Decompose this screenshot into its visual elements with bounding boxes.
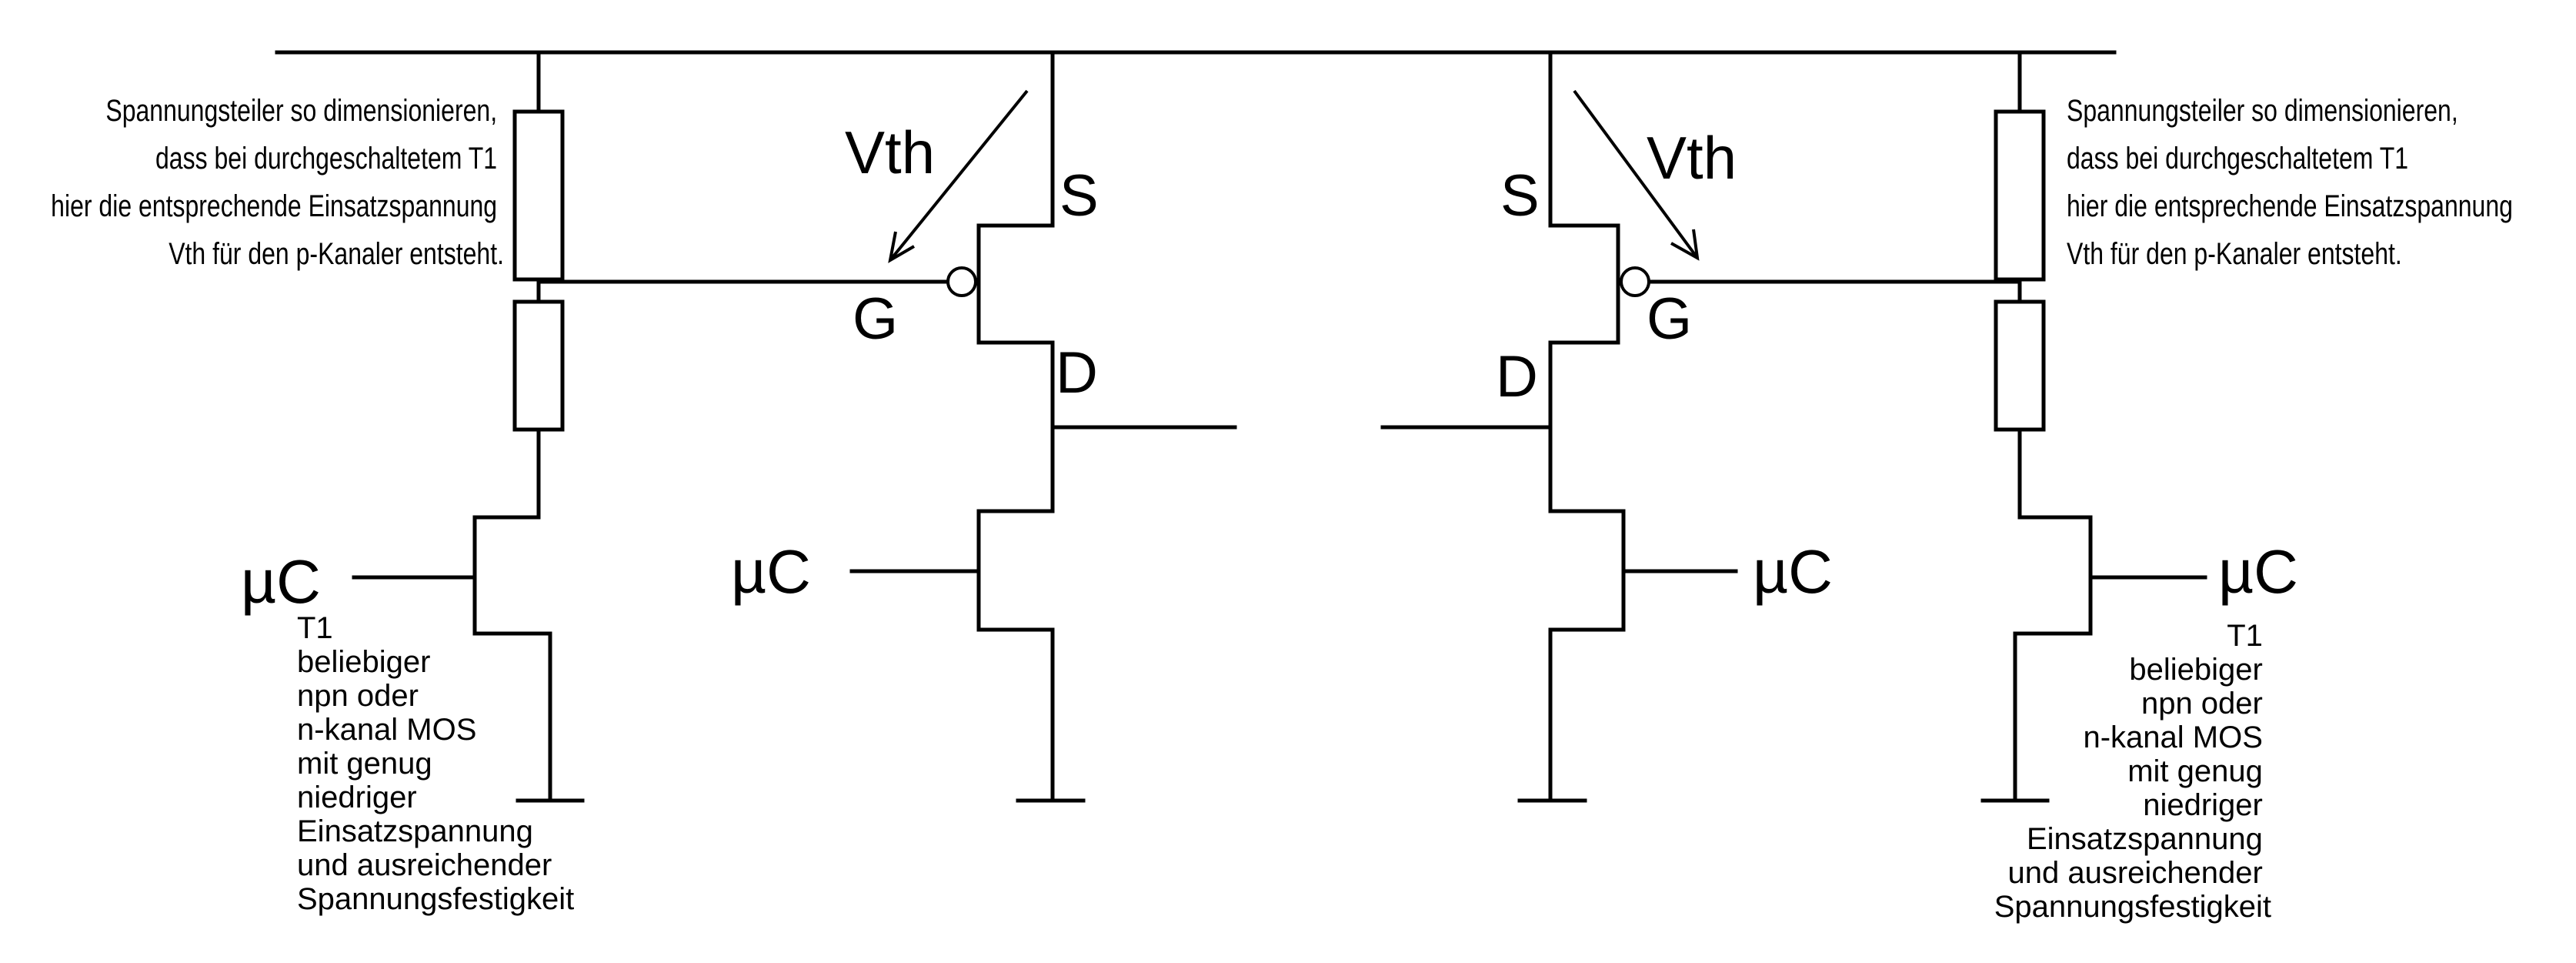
left-source-label: S [1059,163,1099,229]
left-t1-note-line: mit genug [297,747,432,781]
right-nmos-source-path [1548,627,1626,803]
left-divider-note: Spannungsteiler so dimensionieren, dass … [51,93,504,271]
right-divider-note-line: Vth für den p-Kanaler entsteht. [2067,236,2402,271]
right-t1-note-line: Spannungsfestigkeit [1994,890,2271,924]
left-drain-label: D [1056,340,1098,406]
left-divider-to-t1 [472,427,541,520]
uc-label-3: µC [1753,537,1833,606]
right-divider-note-line: dass bei durchgeschaltetem T1 [2067,141,2408,176]
right-t1-note: T1 beliebiger npn oder n-kanal MOS mit g… [1994,619,2271,924]
right-half: S G D Vth µC µC Spannungsteiler so dimen… [1380,50,2520,924]
left-nmos-source-path [976,627,1055,803]
right-t1-source-path [2013,631,2093,803]
right-pmos-source-path [1548,50,1620,228]
left-vth-arrow [889,89,1029,262]
left-vth-label: Vth [845,119,935,186]
left-t1-note-line: Spannungsfestigkeit [297,882,574,916]
left-vth-arrowhead [888,231,916,263]
right-t1-note-line: T1 [2227,619,2263,653]
right-t1-note-line: npn oder [2141,687,2263,721]
right-vth-arrow [1573,89,1699,259]
uc-label-1: µC [241,547,321,616]
left-t1-source-path [472,631,552,803]
left-divider-note-line: Vth für den p-Kanaler entsteht. [169,236,504,271]
right-t1-note-line: und ausreichender [2008,856,2263,890]
left-pmos-source-path [976,50,1055,228]
left-gate-label: G [853,286,898,352]
left-resistor-bottom [512,299,565,432]
right-drain-label: D [1496,344,1538,410]
right-vth-label: Vth [1647,124,1737,192]
left-gate-bubble [946,266,977,297]
left-divider-note-line: hier die entsprechende Einsatzspannung [51,189,497,223]
left-t1-note-line: npn oder [297,679,419,713]
right-pmos-drain-path [1548,340,1620,513]
right-resistor-top [1994,109,2046,282]
left-divider-note-line: dass bei durchgeschaltetem T1 [155,141,497,176]
left-t1-note-line: Einsatzspannung [297,814,533,848]
right-t1-note-line: beliebiger [2129,653,2262,687]
right-vth-arrowhead [1670,229,1700,261]
right-source-label: S [1500,163,1540,229]
left-t1-note: T1 beliebiger npn oder n-kanal MOS mit g… [297,611,574,916]
right-t1-note-line: Einsatzspannung [2027,822,2263,856]
left-pmos-drain-path [976,340,1055,513]
right-gate-label: G [1647,286,1692,352]
left-divider-note-line: Spannungsteiler so dimensionieren, [105,93,497,128]
left-t1-note-line: und ausreichender [297,848,552,882]
right-t1-note-line: n-kanal MOS [2083,721,2262,754]
right-divider-note-line: hier die entsprechende Einsatzspannung [2067,189,2513,223]
right-t1-note-line: niedriger [2143,788,2263,822]
left-half: S G D Vth µC µC Spannungsteiler so dimen… [51,50,1237,916]
left-t1-note-line: niedriger [297,781,417,814]
uc-label-2: µC [731,537,811,606]
left-t1-note-line: n-kanal MOS [297,713,476,747]
right-gate-bubble [1620,266,1650,297]
right-resistor-bottom [1994,299,2046,432]
right-t1-note-line: mit genug [2127,754,2263,788]
left-t1-note-line: T1 [297,611,333,645]
right-divider-note-line: Spannungsteiler so dimensionieren, [2067,93,2458,128]
left-t1-note-line: beliebiger [297,645,430,679]
left-resistor-top [512,109,565,282]
right-divider-note: Spannungsteiler so dimensionieren, dass … [2067,93,2520,271]
uc-label-4: µC [2218,537,2298,606]
